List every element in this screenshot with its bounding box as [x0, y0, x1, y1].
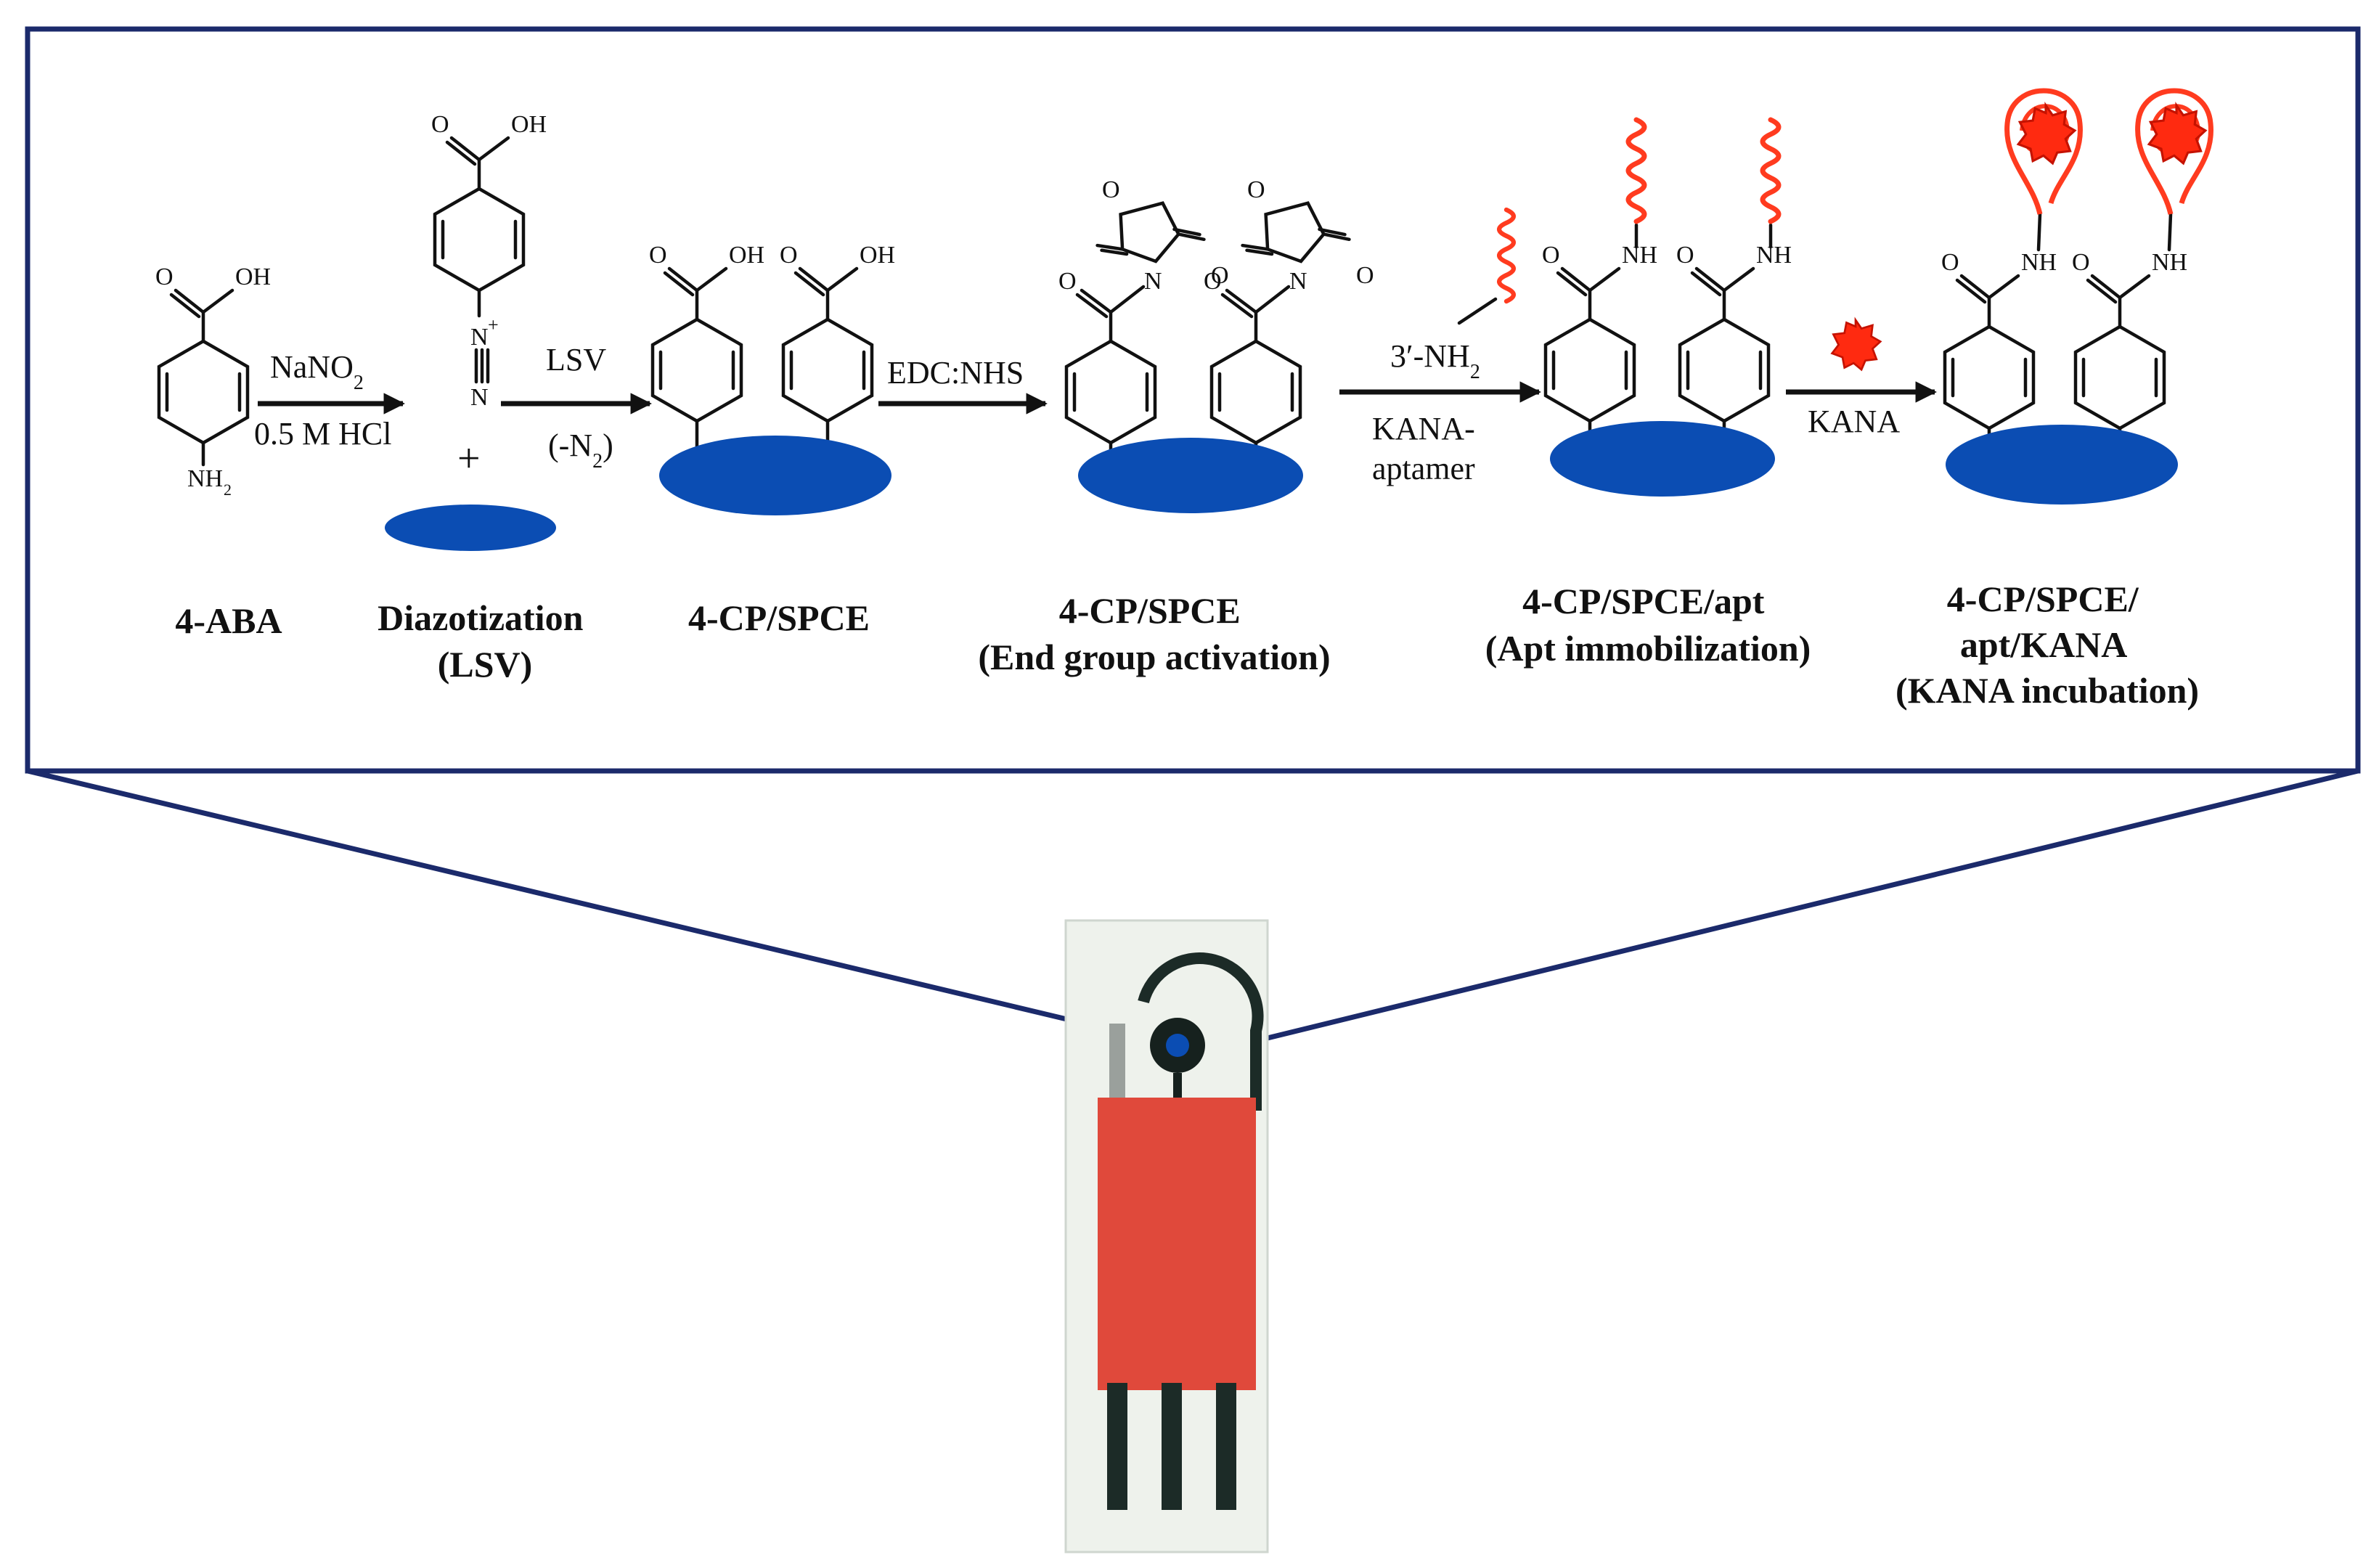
svg-text:N: N [1289, 268, 1307, 295]
svg-text:NH: NH [1756, 242, 1792, 269]
svg-text:+: + [488, 314, 499, 335]
scheme-frame [25, 26, 2361, 774]
screen-printed-electrode [1064, 919, 1269, 1553]
counter-electrode [1138, 952, 1264, 1111]
svg-text:N: N [1144, 268, 1162, 295]
svg-text:O: O [431, 111, 449, 138]
svg-text:O: O [155, 264, 174, 290]
molecule-activated: O N O O O N O O [1058, 176, 1374, 513]
molecule-4-aba: O OH NH 2 [155, 264, 271, 499]
molecule-aptamer-immobilized: O NH O NH [1542, 120, 1792, 497]
svg-text:aptamer: aptamer [1372, 451, 1475, 486]
svg-text:O: O [780, 242, 798, 269]
svg-text:O: O [1211, 262, 1229, 289]
svg-text:NH: NH [2021, 249, 2057, 276]
svg-text:KANA-: KANA- [1372, 411, 1475, 446]
svg-text:N: N [470, 324, 489, 351]
svg-text:O: O [1356, 262, 1374, 289]
svg-text:O: O [2072, 249, 2090, 276]
kana-molecule-icon [1831, 319, 1882, 371]
electrode-4-cp [659, 436, 891, 515]
svg-text:OH: OH [511, 111, 547, 138]
electrode-aptamer [1550, 421, 1775, 497]
contact-pad-3 [1216, 1383, 1236, 1510]
contact-pad-1 [1107, 1383, 1127, 1510]
svg-text:O: O [1058, 268, 1077, 295]
stage-label-4-cp-spce: 4-CP/SPCE [688, 597, 870, 638]
stage-label-activation: 4-CP/SPCE (End group activation) [978, 590, 1330, 677]
svg-text:2: 2 [224, 481, 232, 499]
zoom-line-right [1237, 768, 2359, 1048]
svg-text:NH: NH [187, 465, 223, 492]
svg-text:NH: NH [1622, 242, 1657, 269]
svg-text:N: N [470, 384, 489, 411]
amine-linker [1457, 297, 1498, 325]
molecule-kana-bound: O NH O NH [1941, 88, 2213, 505]
svg-text:0.5 M HCl: 0.5 M HCl [254, 416, 391, 452]
svg-text:KANA: KANA [1808, 404, 1900, 439]
stage-label-kana: 4-CP/SPCE/ apt/KANA (KANA incubation) [1896, 579, 2199, 711]
stage-label-4-aba: 4-ABA [175, 600, 282, 641]
free-aptamer [1499, 210, 1514, 301]
svg-text:O: O [649, 242, 667, 269]
svg-text:O: O [1247, 176, 1265, 203]
contact-pad-2 [1162, 1383, 1182, 1510]
svg-text:O: O [1542, 242, 1560, 269]
stage-label-apt: 4-CP/SPCE/apt (Apt immobilization) [1485, 581, 1811, 669]
svg-text:O: O [1102, 176, 1120, 203]
svg-text:NaNO2: NaNO2 [270, 349, 364, 394]
plus-sign: + [457, 436, 481, 481]
electrode-kana [1946, 425, 2178, 505]
working-electrode-spot [1166, 1034, 1189, 1057]
insulation-layer [1098, 1098, 1256, 1390]
svg-text:OH: OH [860, 242, 895, 269]
stage-labels: 4-ABA Diazotization (LSV) 4-CP/SPCE 4-CP… [175, 579, 2199, 711]
zoom-line-left [27, 768, 1177, 1048]
molecule-diazonium: O OH N + N [431, 111, 547, 411]
svg-text:3′-NH2: 3′-NH2 [1390, 338, 1480, 383]
bare-electrode [385, 505, 556, 551]
svg-text:OH: OH [729, 242, 764, 269]
svg-text:OH: OH [235, 264, 271, 290]
svg-text:LSV: LSV [546, 342, 606, 377]
electrode-activated [1078, 438, 1303, 513]
svg-text:(-N2): (-N2) [548, 428, 613, 473]
svg-text:EDC:NHS: EDC:NHS [887, 355, 1024, 391]
svg-text:NH: NH [2152, 249, 2187, 276]
svg-text:O: O [1941, 249, 1959, 276]
stage-label-diazotization: Diazotization (LSV) [378, 597, 592, 685]
reference-electrode [1109, 1024, 1125, 1103]
svg-text:O: O [1676, 242, 1694, 269]
svg-text:O: O [1204, 268, 1222, 295]
molecule-4-cp-spce: O OH O OH [649, 242, 895, 515]
